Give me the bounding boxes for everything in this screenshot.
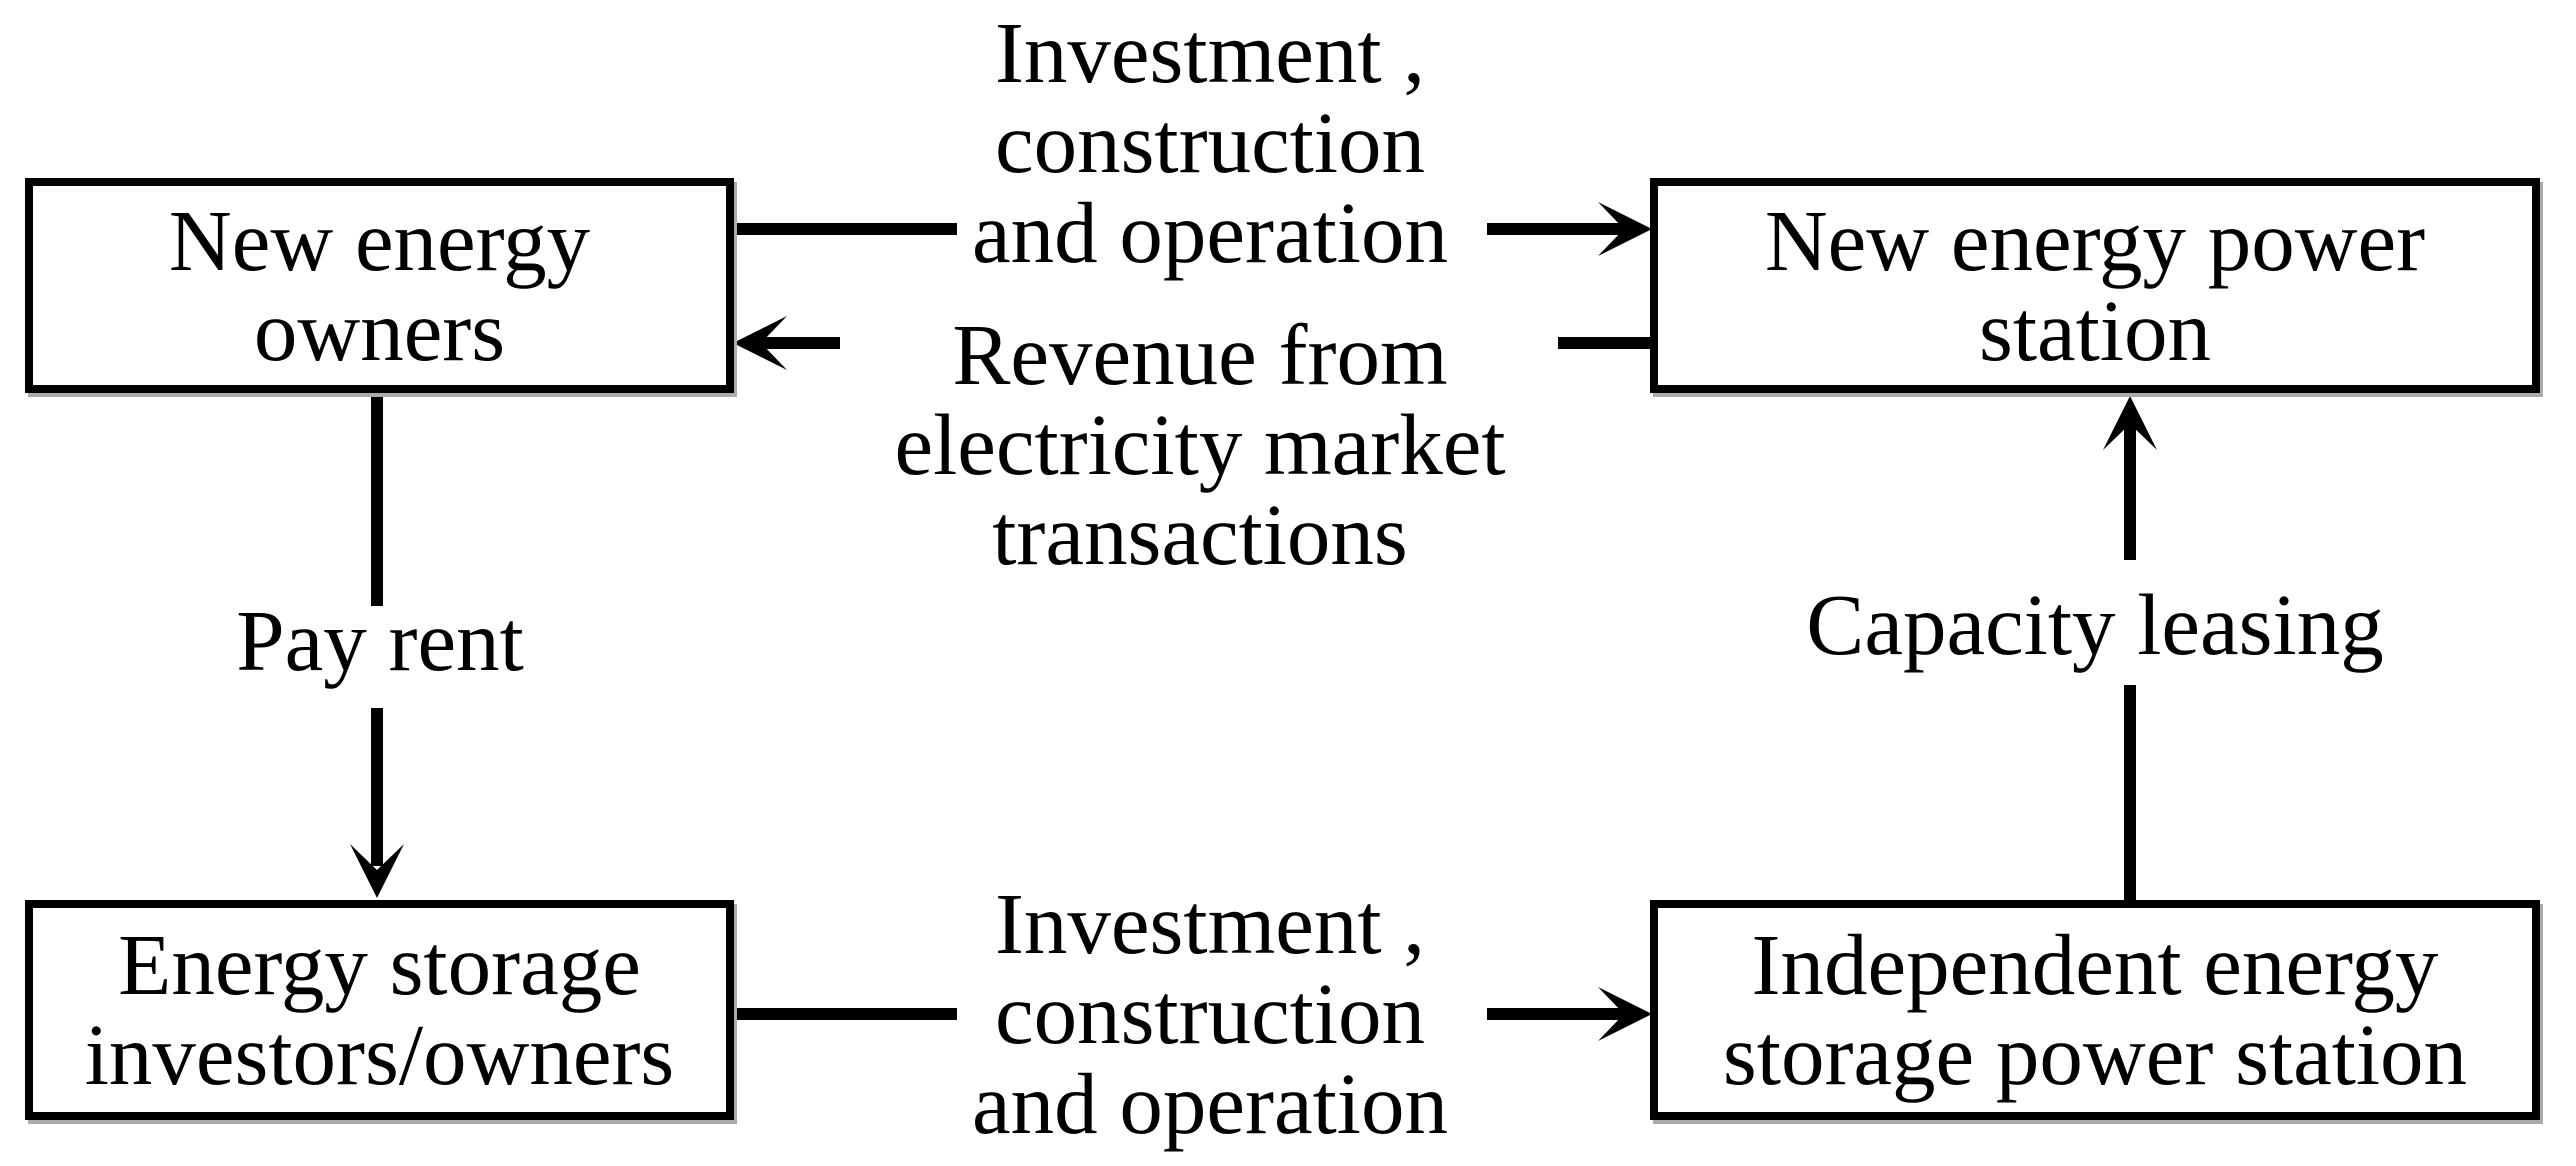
investment-bottom-arrowhead [1598,987,1652,1041]
node-independent-energy-storage-power-station: Independent energy storage power station [1650,900,2540,1120]
capacity-leasing-arrowhead [2103,396,2157,450]
edge-label-capacity-leasing: Capacity leasing [1806,576,2384,673]
edge-label-investment-construction-operation-bottom: Investment , construction and operation [972,875,1448,1152]
edge-label-investment-construction-operation-top: Investment , construction and operation [972,4,1448,281]
node-energy-storage-investors-owners: Energy storage investors/owners [25,900,734,1120]
edge-label-pay-rent: Pay rent [236,592,524,689]
pay-rent-arrowhead [350,844,404,898]
node-new-energy-power-station: New energy power station [1650,178,2540,393]
investment-top-arrowhead [1598,202,1652,256]
node-new-energy-owners: New energy owners [25,178,734,393]
edge-label-revenue-from-electricity-market: Revenue from electricity market transact… [894,306,1506,583]
